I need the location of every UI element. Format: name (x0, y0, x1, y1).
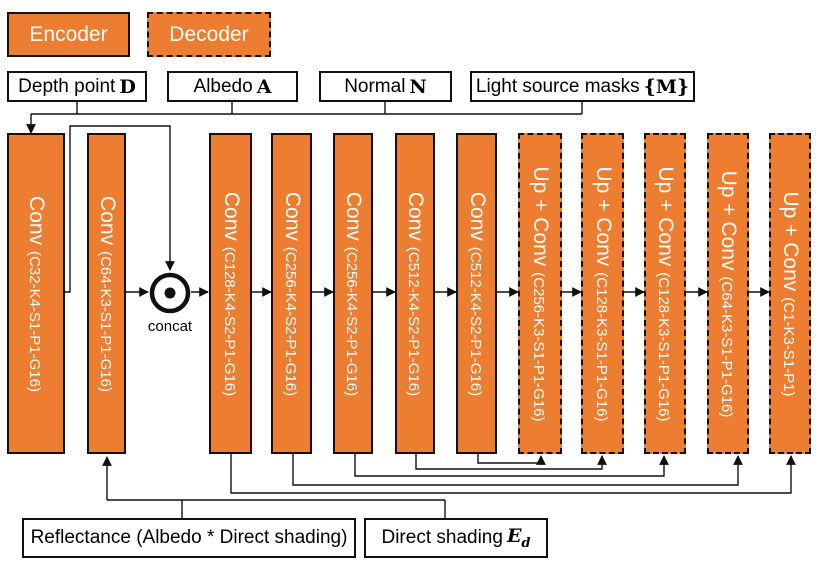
block-params: (C512-K4-S2-P1-G16) (466, 246, 484, 396)
input-symbol: N (409, 75, 427, 98)
block-encoder-4: Conv (C256-K4-S2-P1-G16) (271, 133, 312, 454)
input-normal: Normal N (319, 71, 452, 102)
output-symbol: E (506, 525, 522, 548)
block-params: (C256-K4-S2-P1-G16) (281, 246, 299, 396)
block-op: Conv (95, 195, 119, 245)
block-params: (C32-K4-S1-P1-G16) (26, 250, 43, 392)
block-op: Conv (404, 191, 427, 241)
block-encoder-5: Conv (C256-K4-S2-P1-G16) (333, 133, 373, 454)
block-params: (C64-K3-S1-P1-G16) (96, 250, 114, 392)
block-op: Conv (219, 191, 243, 241)
block-op: Up + Conv (529, 165, 552, 266)
legend-decoder-label: Decoder (169, 22, 249, 46)
input-symbol: D (119, 75, 136, 98)
input-label: Albedo (193, 75, 253, 97)
block-params: (C1-K3-S1-P1) (780, 296, 797, 397)
block-encoder-1: Conv (C32-K4-S1-P1-G16) (7, 133, 65, 454)
block-params: (C128-K3-S1-P1-G16) (592, 271, 610, 422)
input-label: Light source masks (475, 75, 640, 97)
input-albedo: Albedo A (167, 71, 298, 102)
concat-node-icon (149, 272, 191, 314)
legend-decoder: Decoder (147, 12, 271, 57)
block-op: Up + Conv (717, 170, 740, 270)
input-light-source-masks: Light source masks {M} (470, 71, 695, 102)
block-decoder-2: Up + Conv (C128-K3-S1-P1-G16) (581, 133, 624, 454)
output-label: Reflectance (Albedo * Direct shading) (30, 527, 348, 548)
output-label: Direct shading (381, 527, 503, 548)
block-encoder-6: Conv (C512-K4-S2-P1-G16) (395, 133, 435, 454)
block-op: Conv (465, 191, 489, 241)
block-encoder-2: Conv (C64-K3-S1-P1-G16) (87, 133, 126, 454)
block-params: (C128-K3-S1-P1-G16) (655, 271, 672, 422)
block-params: (C128-K4-S2-P1-G16) (220, 246, 238, 396)
block-params: (C512-K4-S2-P1-G16) (405, 246, 422, 396)
block-op: Conv (25, 195, 48, 245)
input-symbol: A (256, 75, 272, 98)
block-params: (C64-K3-S1-P1-G16) (718, 275, 735, 417)
block-decoder-3: Up + Conv (C128-K3-S1-P1-G16) (644, 133, 686, 454)
block-op: Conv (280, 191, 304, 241)
legend-encoder: Encoder (7, 12, 130, 57)
output-reflectance: Reflectance (Albedo * Direct shading) (22, 518, 356, 558)
output-direct-shading: Direct shading Ed (364, 518, 548, 558)
block-decoder-5: Up + Conv (C1-K3-S1-P1) (769, 133, 811, 454)
block-encoder-7: Conv (C512-K4-S2-P1-G16) (456, 133, 497, 454)
concat-label: concat (147, 318, 193, 335)
input-label: Normal (344, 75, 406, 97)
block-op: Conv (342, 191, 365, 241)
block-op: Up + Conv (654, 165, 677, 266)
block-decoder-1: Up + Conv (C256-K3-S1-P1-G16) (518, 133, 562, 454)
block-op: Up + Conv (591, 165, 615, 266)
input-label: Depth point (18, 75, 116, 97)
block-op: Up + Conv (779, 190, 802, 291)
block-decoder-4: Up + Conv (C64-K3-S1-P1-G16) (707, 133, 749, 454)
block-params: (C256-K3-S1-P1-G16) (530, 271, 547, 422)
input-symbol: {M} (643, 75, 690, 98)
block-params: (C256-K4-S2-P1-G16) (343, 246, 360, 396)
output-subscript: d (521, 535, 531, 551)
legend-encoder-label: Encoder (29, 22, 108, 46)
input-depth-point: Depth point D (7, 71, 147, 102)
block-encoder-3: Conv (C128-K4-S2-P1-G16) (209, 133, 252, 454)
